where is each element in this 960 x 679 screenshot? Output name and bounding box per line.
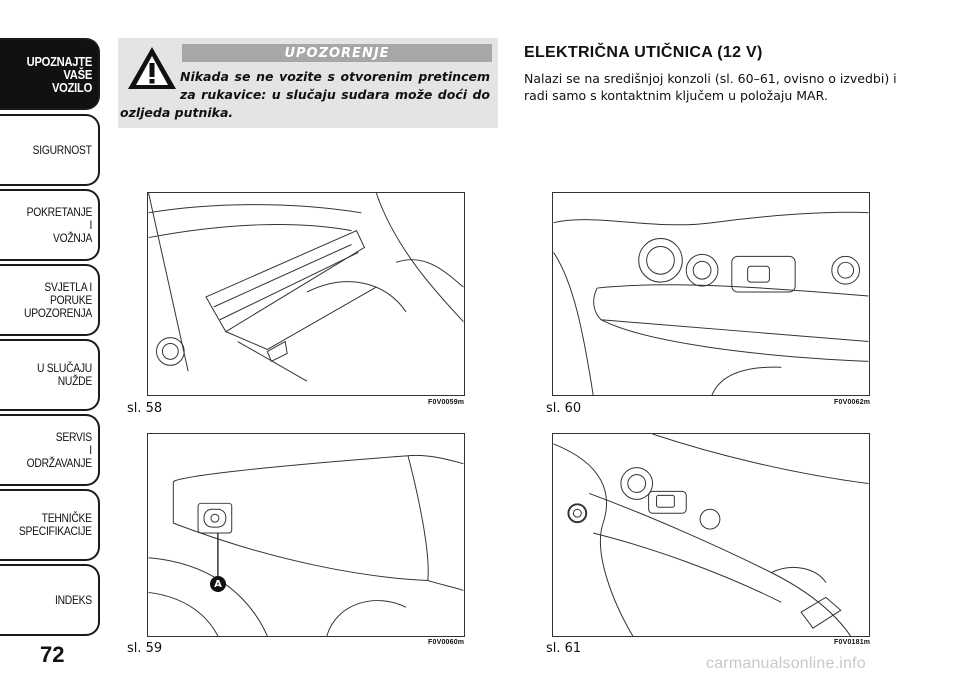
warning-title-bar: UPOZORENJE xyxy=(182,44,492,62)
tab-label: SERVIS I ODRŽAVANJE xyxy=(26,429,93,470)
tab-label: U SLUČAJU NUŽDE xyxy=(36,361,92,388)
tab-servis-i-odrzavanje[interactable]: SERVIS I ODRŽAVANJE xyxy=(0,414,100,486)
warning-title: UPOZORENJE xyxy=(284,45,390,61)
tab-pokretanje-i-voznja[interactable]: POKRETANJE I VOŽNJA xyxy=(0,189,100,261)
warning-box: UPOZORENJE Nikada se ne vozite s otvoren… xyxy=(118,38,498,128)
figure-59-label: sl. 59 xyxy=(127,641,163,656)
figure-61-code: F0V0181m xyxy=(834,639,871,646)
section-title: ELEKTRIČNA UTIČNICA (12 V) xyxy=(524,44,763,61)
tab-label: POKRETANJE I VOŽNJA xyxy=(26,204,93,245)
figure-60-image xyxy=(552,192,870,396)
callout-a-marker: A xyxy=(210,576,226,592)
tab-svjetla-i-poruke[interactable]: SVJETLA I PORUKE UPOZORENJA xyxy=(0,264,100,336)
tab-label: TEHNIČKE SPECIFIKACIJE xyxy=(19,511,92,538)
figure-58-code: F0V0059m xyxy=(428,399,465,406)
tab-u-slucaju-nuzde[interactable]: U SLUČAJU NUŽDE xyxy=(0,339,100,411)
figure-58-image xyxy=(147,192,465,396)
watermark: carmanualsonline.info xyxy=(706,655,866,672)
figure-60-code: F0V0062m xyxy=(834,399,871,406)
tab-label: UPOZNAJTE VAŠE VOZILO xyxy=(26,53,93,95)
section-body: Nalazi se na središnjoj konzoli (sl. 60–… xyxy=(524,71,897,103)
warning-line-1: Nikada se ne vozite s otvorenim pretince… xyxy=(180,69,490,84)
warning-line-3: ozljeda putnika. xyxy=(120,105,234,120)
figure-58-label: sl. 58 xyxy=(127,401,163,416)
page-number: 72 xyxy=(40,642,65,667)
tab-label: INDEKS xyxy=(55,592,92,607)
figure-60-label: sl. 60 xyxy=(546,401,582,416)
warning-text: Nikada se ne vozite s otvorenim pretince… xyxy=(118,68,490,122)
tab-label: SIGURNOST xyxy=(32,142,92,157)
figure-61-label: sl. 61 xyxy=(546,641,582,656)
tab-upoznajte-vase-vozilo[interactable]: UPOZNAJTE VAŠE VOZILO xyxy=(0,38,100,110)
tab-tehnicke-specifikacije[interactable]: TEHNIČKE SPECIFIKACIJE xyxy=(0,489,100,561)
tab-label: SVJETLA I PORUKE UPOZORENJA xyxy=(24,279,92,320)
tab-sigurnost[interactable]: SIGURNOST xyxy=(0,114,100,186)
figure-59-image: A xyxy=(147,433,465,637)
warning-triangle-icon xyxy=(128,47,176,89)
figure-61-image xyxy=(552,433,870,637)
tab-indeks[interactable]: INDEKS xyxy=(0,564,100,636)
warning-line-2: za rukavice: u slučaju sudara može doći … xyxy=(180,87,490,102)
figure-59-code: F0V0060m xyxy=(428,639,465,646)
